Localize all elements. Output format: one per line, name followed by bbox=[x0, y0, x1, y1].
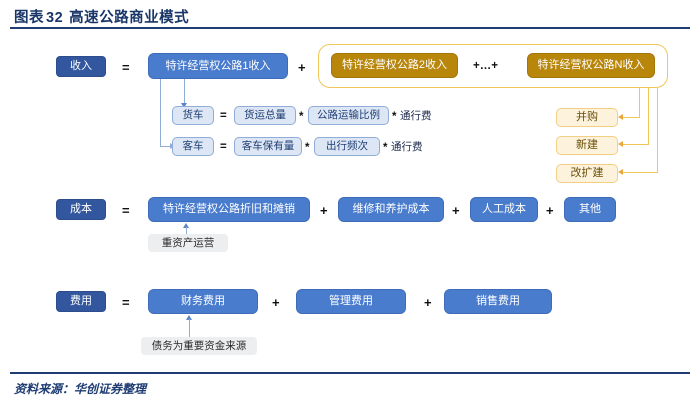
figure-label: 图表 bbox=[14, 10, 44, 26]
cost-item-labor[interactable]: 人工成本 bbox=[470, 197, 538, 222]
expense-note-box: 债务为重要资金来源 bbox=[141, 337, 257, 355]
connector-road1-bus-vertical bbox=[160, 79, 162, 146]
truck-label-box[interactable]: 货车 bbox=[172, 106, 214, 125]
truck-times-operator-2: * bbox=[392, 111, 397, 123]
bus-equals-operator: = bbox=[220, 141, 227, 153]
growth-option-expansion[interactable]: 改扩建 bbox=[556, 164, 618, 183]
cost-item-maintenance[interactable]: 维修和养护成本 bbox=[338, 197, 444, 222]
bus-times-operator-1: * bbox=[305, 142, 310, 154]
cost-item-other[interactable]: 其他 bbox=[564, 197, 616, 222]
expense-item-financial[interactable]: 财务费用 bbox=[148, 289, 258, 314]
connector-road1-bus-horizontal bbox=[160, 146, 171, 148]
cost-label: 成本 bbox=[56, 199, 106, 220]
connector-growth-merger-horizontal bbox=[623, 117, 640, 119]
expense-note-line bbox=[189, 319, 191, 338]
revenue-roadN-box[interactable]: 特许经营权公路N收入 bbox=[527, 53, 655, 78]
figure-number: 32 bbox=[46, 10, 64, 26]
growth-option-merger[interactable]: 并购 bbox=[556, 108, 618, 127]
truck-factor1-box[interactable]: 货运总量 bbox=[234, 106, 296, 125]
truck-equals-operator: = bbox=[220, 110, 227, 122]
bus-label-box[interactable]: 客车 bbox=[172, 137, 214, 156]
revenue-label: 收入 bbox=[56, 56, 106, 77]
header-divider bbox=[10, 27, 690, 29]
expense-label: 费用 bbox=[56, 291, 106, 312]
revenue-ellipsis-operator: +…+ bbox=[473, 60, 498, 72]
connector-growth-expand-arrow bbox=[618, 169, 623, 175]
bus-times-operator-2: * bbox=[383, 142, 388, 154]
footer-divider bbox=[10, 372, 690, 374]
source-text: 资料来源：华创证券整理 bbox=[14, 382, 147, 396]
bus-factor1-box[interactable]: 客车保有量 bbox=[234, 137, 302, 156]
revenue-road1-box[interactable]: 特许经营权公路1收入 bbox=[148, 53, 288, 79]
connector-growth-merger-arrow bbox=[618, 114, 623, 120]
connector-growth-new-horizontal bbox=[623, 144, 649, 146]
expense-equals-operator: = bbox=[122, 295, 130, 310]
cost-note-box: 重资产运营 bbox=[148, 234, 228, 252]
expense-item-admin[interactable]: 管理费用 bbox=[296, 289, 406, 314]
cost-note-line bbox=[186, 227, 188, 235]
connector-growth-new-vertical bbox=[648, 88, 650, 145]
expense-item-sales[interactable]: 销售费用 bbox=[444, 289, 552, 314]
concession-roads-group bbox=[318, 44, 668, 88]
cost-plus-operator-2: + bbox=[452, 203, 460, 218]
figure-title-text: 高速公路商业模式 bbox=[69, 10, 190, 26]
connector-growth-new-arrow bbox=[618, 141, 623, 147]
cost-note-arrow bbox=[183, 223, 189, 228]
expense-note-arrow bbox=[186, 315, 192, 320]
truck-factor2-box[interactable]: 公路运输比例 bbox=[308, 106, 389, 125]
revenue-equals-operator: = bbox=[122, 60, 130, 75]
connector-growth-merger-vertical bbox=[639, 88, 641, 118]
connector-road1-truck-arrow bbox=[181, 103, 187, 108]
cost-equals-operator: = bbox=[122, 203, 130, 218]
bus-factor2-box[interactable]: 出行频次 bbox=[314, 137, 380, 156]
truck-factor3-text: 通行费 bbox=[400, 110, 432, 122]
bus-factor3-text: 通行费 bbox=[391, 141, 423, 153]
revenue-road2-box[interactable]: 特许经营权公路2收入 bbox=[331, 53, 458, 78]
growth-option-new-build[interactable]: 新建 bbox=[556, 136, 618, 155]
connector-growth-expand-horizontal bbox=[623, 172, 658, 174]
truck-times-operator-1: * bbox=[299, 111, 304, 123]
cost-plus-operator-1: + bbox=[320, 203, 328, 218]
cost-plus-operator-3: + bbox=[546, 203, 554, 218]
connector-growth-expand-vertical bbox=[657, 88, 659, 173]
expense-plus-operator-1: + bbox=[272, 295, 280, 310]
connector-road1-trunk bbox=[184, 79, 186, 103]
expense-plus-operator-2: + bbox=[424, 295, 432, 310]
cost-item-depreciation[interactable]: 特许经营权公路折旧和摊销 bbox=[148, 197, 310, 222]
revenue-plus-operator-1: + bbox=[298, 60, 306, 75]
